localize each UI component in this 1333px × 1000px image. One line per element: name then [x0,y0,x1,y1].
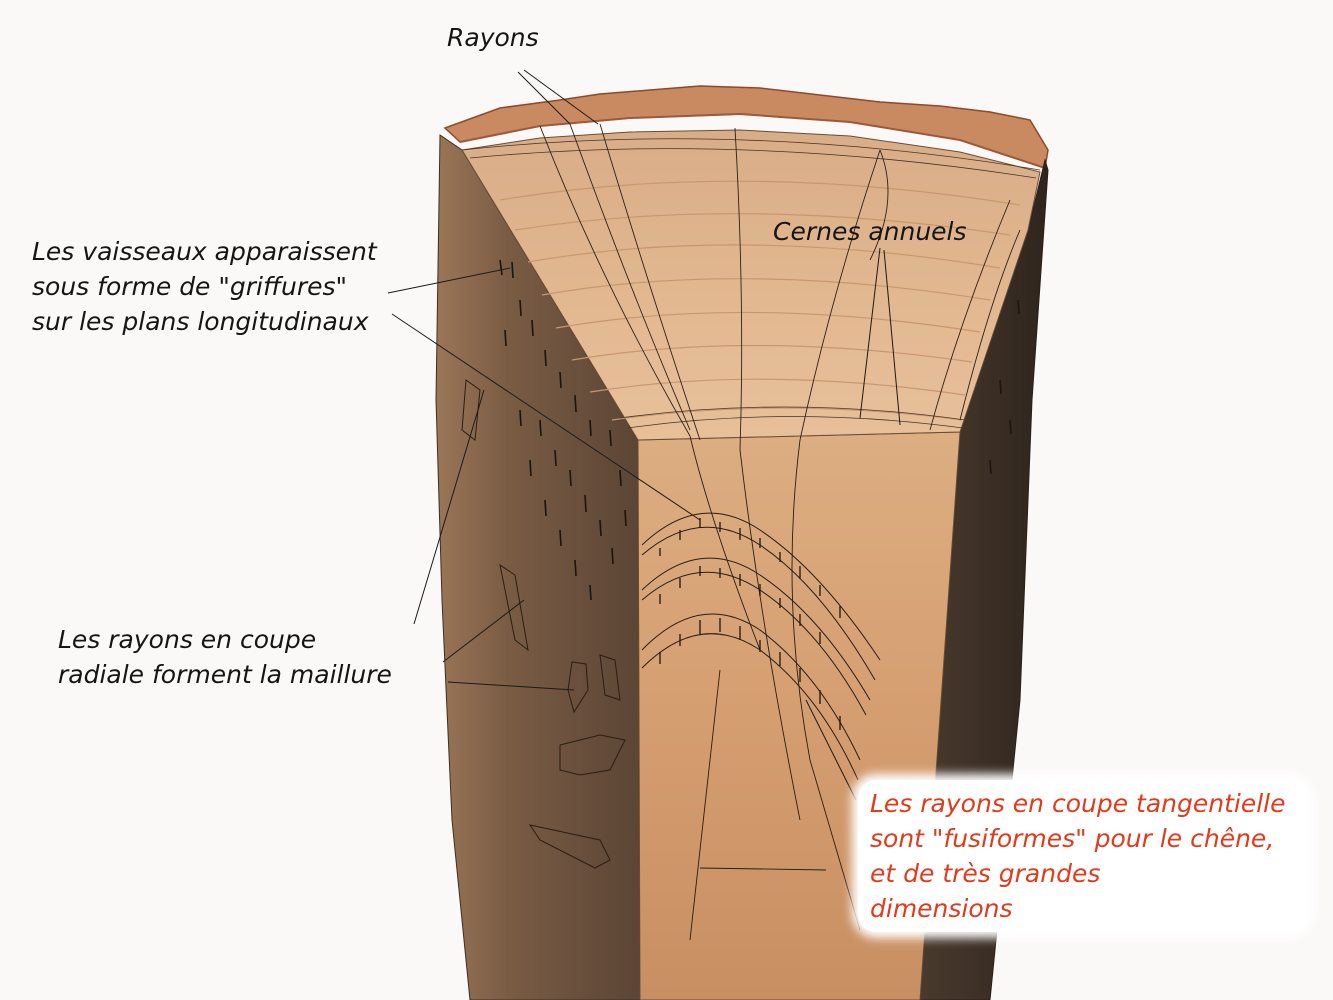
maillure [461,379,626,869]
label-vaisseaux-line: Les vaisseaux apparaissent [32,237,377,266]
label-tangentielle-line: sont "fusiformes" pour le chêne, [870,824,1275,853]
label-maillure-line: Les rayons en coupe [58,625,317,654]
fusiform-rays [659,518,841,730]
label-vaisseaux-line: sous forme de "griffures" [32,272,348,301]
label-tangentielle-line: et de très grandes [870,859,1101,888]
label-cernes-annuels: Cernes annuels [773,217,967,246]
label-tangentielle-line: dimensions [870,894,1013,923]
annual-rings [499,180,1021,421]
end-grain-face [461,129,1041,441]
label-coupe-tangentielle: Les rayons en coupe tangentielle sont "f… [870,786,1286,926]
pointer-lines [387,69,901,801]
label-tangentielle-line: Les rayons en coupe tangentielle [870,789,1286,818]
vessels [499,259,1020,601]
label-rayons: Rayons [447,23,539,52]
label-vaisseaux: Les vaisseaux apparaissent sous forme de… [32,234,377,339]
label-vaisseaux-line: sur les plans longitudinaux [32,307,369,336]
rays [539,123,1021,451]
label-maillure: Les rayons en coupe radiale forment la m… [58,622,392,692]
tangential-callout-box [858,780,1308,932]
label-maillure-line: radiale forment la maillure [58,660,392,689]
